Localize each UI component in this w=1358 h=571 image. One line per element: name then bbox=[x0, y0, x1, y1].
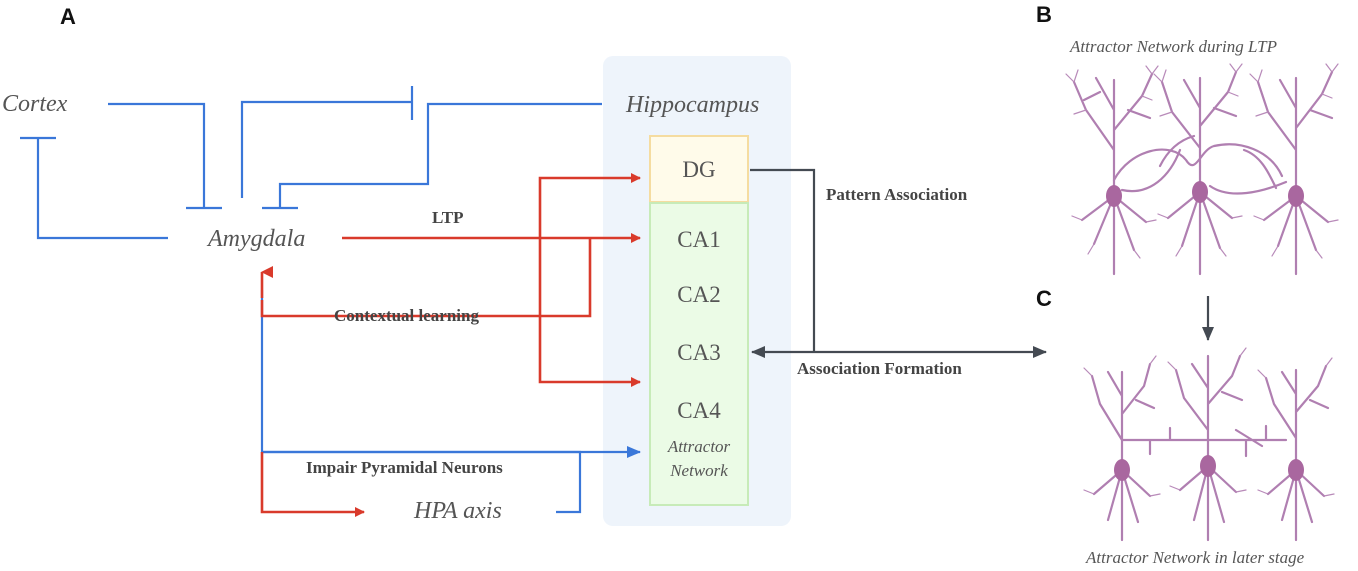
panel-letter-c: C bbox=[1036, 286, 1052, 311]
association-formation-label: Association Formation bbox=[797, 359, 962, 378]
cortex-to-amygdala-edge bbox=[108, 102, 206, 208]
cortex-label: Cortex bbox=[2, 91, 68, 117]
ca3-label: CA3 bbox=[677, 340, 720, 365]
dg-label: DG bbox=[682, 157, 715, 182]
amygdala-to-hpa-edge bbox=[260, 452, 365, 517]
ltp-label: LTP bbox=[432, 208, 464, 227]
neuron-title-c: Attractor Network in later stage bbox=[1085, 548, 1305, 567]
neuron-b3 bbox=[1249, 63, 1339, 276]
hippocampus-label: Hippocampus bbox=[625, 92, 759, 118]
neuron-title-b: Attractor Network during LTP bbox=[1069, 37, 1277, 56]
to-dg-edge bbox=[538, 173, 641, 316]
neuron-network-ltp bbox=[1065, 63, 1339, 276]
excitatory-connections bbox=[260, 173, 641, 517]
hpa-label: HPA axis bbox=[413, 498, 502, 524]
neuron-c1 bbox=[1083, 355, 1161, 542]
neuron-c3 bbox=[1257, 357, 1335, 542]
neuron-b2 bbox=[1153, 63, 1243, 276]
association-connections bbox=[750, 168, 1214, 358]
amygdala-to-cortex-edge bbox=[36, 138, 168, 240]
ca1-label: CA1 bbox=[677, 227, 720, 252]
contextual-learning-label: Contextual learning bbox=[334, 306, 479, 325]
ca2-label: CA2 bbox=[677, 282, 720, 307]
panel-letter-b: B bbox=[1036, 2, 1052, 27]
pattern-association-edge bbox=[750, 168, 816, 352]
pattern-association-label: Pattern Association bbox=[826, 185, 968, 204]
inhibitory-connections bbox=[20, 86, 641, 514]
panel-letter-a: A bbox=[60, 4, 76, 29]
contextual-learning-edge bbox=[260, 238, 592, 318]
to-ca4-edge bbox=[538, 316, 641, 387]
ca4-label: CA4 bbox=[677, 398, 721, 423]
neuron-b1 bbox=[1065, 65, 1159, 276]
hippocampus-to-amygdala-edge bbox=[278, 102, 602, 208]
amygdala-to-hippocampus-edge bbox=[240, 100, 412, 198]
neuron-network-later bbox=[1083, 347, 1335, 542]
attractor-label-line2: Network bbox=[669, 461, 728, 480]
amygdala-label: Amygdala bbox=[206, 226, 305, 252]
neuron-c2 bbox=[1167, 347, 1247, 542]
ca-box bbox=[649, 202, 749, 506]
dg-box bbox=[649, 135, 749, 203]
impair-pyramidal-label: Impair Pyramidal Neurons bbox=[306, 458, 503, 477]
attractor-label-line1: Attractor bbox=[667, 437, 731, 456]
